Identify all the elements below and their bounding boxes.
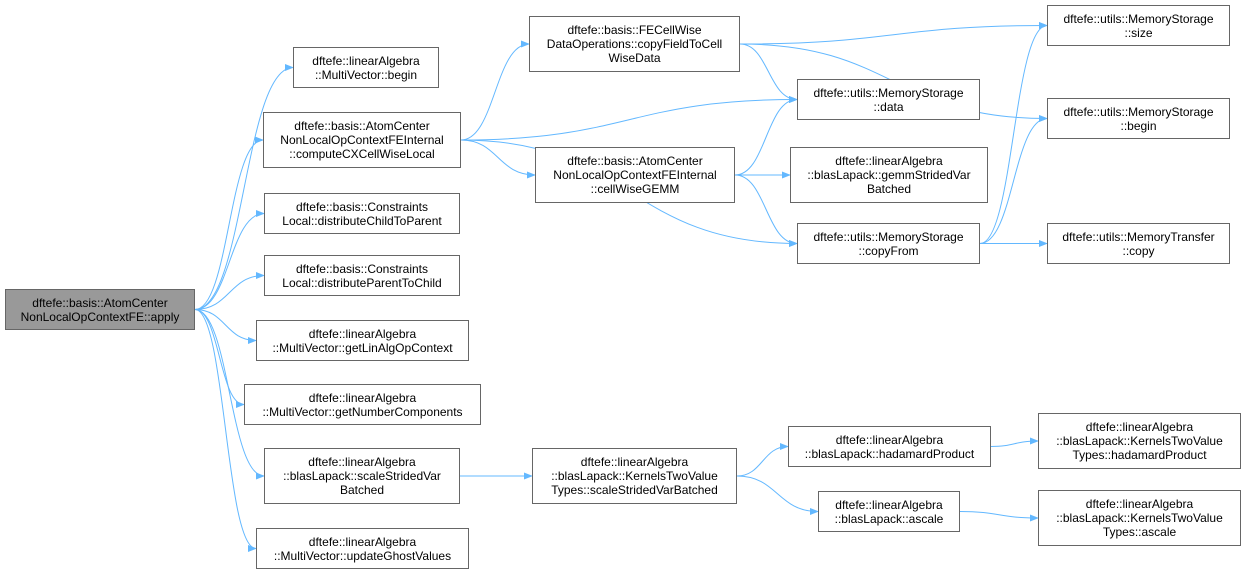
edge-ktv_scaleStrided-to-ascale [736, 475, 819, 516]
node-label-line: dftefe::utils::MemoryStorage [813, 85, 964, 100]
node-label-line: dftefe::utils::MemoryStorage [813, 229, 964, 244]
node-label-line: dftefe::linearAlgebra [308, 326, 417, 341]
node-label-line: Types::scaleStridedVarBatched [551, 483, 718, 497]
node-label-line: ::blasLapack::KernelsTwoValue [551, 469, 718, 483]
node-scale-strided-var-batched[interactable]: dftefe::linearAlgebra::blasLapack::scale… [264, 448, 460, 504]
node-label-line: ::copy [1122, 243, 1155, 258]
edge-apply-to-scaleStridedVar [194, 309, 265, 480]
node-label-line: ::blasLapack::ascale [834, 511, 944, 526]
node-label-line: dftefe::linearAlgebra [580, 455, 689, 469]
node-label-line: ::computeCXCellWiseLocal [289, 147, 435, 161]
node-label-line: DataOperations::copyFieldToCell [546, 37, 723, 51]
edge-hadamard-to-ktv_hadamard [990, 437, 1039, 447]
node-label-line: ::cellWiseGEMM [590, 182, 680, 196]
node-label-line: dftefe::basis::Constraints [295, 261, 429, 276]
node-ascale[interactable]: dftefe::linearAlgebra::blasLapack::ascal… [818, 491, 960, 532]
node-memorytransfer-copy[interactable]: dftefe::utils::MemoryTransfer::copy [1047, 223, 1230, 264]
node-label-line: dftefe::linearAlgebra [835, 432, 944, 447]
node-label-line: ::blasLapack::KernelsTwoValue [1056, 511, 1223, 525]
node-label-line: dftefe::basis::AtomCenter [32, 295, 168, 310]
node-label-line: dftefe::basis::AtomCenter [567, 154, 703, 168]
node-label-line: dftefe::linearAlgebra [1085, 420, 1194, 434]
node-label-line: dftefe::linearAlgebra [308, 455, 416, 469]
node-label-line: ::MultiVector::getLinAlgOpContext [272, 340, 453, 355]
node-label-line: ::blasLapack::hadamardProduct [804, 446, 975, 461]
node-label-line: dftefe::utils::MemoryStorage [1063, 104, 1214, 119]
node-label-line: ::blasLapack::scaleStridedVar [283, 469, 441, 483]
node-label-line: dftefe::basis::Constraints [295, 199, 429, 214]
edge-cellWiseGEMM-to-ms_data [734, 95, 798, 176]
node-kernels-hadamard-product[interactable]: dftefe::linearAlgebra::blasLapack::Kerne… [1038, 413, 1241, 469]
edge-computeCX-to-cellWiseGEMM [460, 139, 536, 179]
edge-apply-to-distChildToParent [194, 209, 265, 310]
node-label-line: ::copyFrom [858, 243, 919, 258]
node-label-line: ::MultiVector::updateGhostValues [273, 548, 452, 563]
edge-apply-to-getNumberComponents [194, 309, 245, 409]
node-hadamard-product[interactable]: dftefe::linearAlgebra::blasLapack::hadam… [788, 426, 991, 467]
node-label-line: ::MultiVector::getNumberComponents [262, 404, 463, 419]
node-memorystorage-begin[interactable]: dftefe::utils::MemoryStorage::begin [1047, 98, 1230, 139]
edge-computeCX-to-copyFieldToCell [460, 40, 530, 141]
node-get-linalg-op-context[interactable]: dftefe::linearAlgebra::MultiVector::getL… [256, 320, 469, 361]
edge-apply-to-distParentToChild [194, 271, 265, 310]
node-label-line: dftefe::basis::AtomCenter [294, 119, 430, 133]
node-label-line: Local::distributeParentToChild [282, 275, 442, 290]
node-label-line: NonLocalOpContextFEInternal [280, 133, 444, 147]
node-label-line: dftefe::basis::FECellWise [567, 23, 702, 37]
node-label-line: WiseData [608, 51, 661, 65]
edge-computeCX-to-ms_data [460, 95, 798, 141]
edge-ms_copyFrom-to-ms_size [979, 21, 1048, 244]
node-label-line: dftefe::linearAlgebra [835, 154, 943, 168]
node-label-line: Batched [866, 182, 912, 196]
edge-ms_copyFrom-to-ms_begin [979, 114, 1048, 244]
node-memorystorage-copyfrom[interactable]: dftefe::utils::MemoryStorage::copyFrom [797, 223, 980, 264]
node-label-line: dftefe::utils::MemoryTransfer [1062, 229, 1215, 244]
node-label-line: dftefe::linearAlgebra [1085, 497, 1194, 511]
node-label-line: NonLocalOpContextFE::apply [20, 309, 180, 324]
node-memorystorage-data[interactable]: dftefe::utils::MemoryStorage::data [797, 79, 980, 120]
node-memorystorage-size[interactable]: dftefe::utils::MemoryStorage::size [1047, 5, 1230, 46]
node-label-line: dftefe::linearAlgebra [835, 497, 943, 512]
edge-apply-to-updateGhostValues [194, 309, 257, 553]
node-label-line: Types::hadamardProduct [1072, 448, 1207, 462]
node-get-number-components[interactable]: dftefe::linearAlgebra::MultiVector::getN… [244, 384, 481, 425]
node-label-line: Batched [339, 483, 385, 497]
node-label-line: ::size [1124, 25, 1153, 40]
node-label-line: ::data [873, 99, 904, 114]
edge-apply-to-mv_begin [194, 63, 294, 310]
node-label-line: Types::ascale [1102, 525, 1177, 539]
edge-apply-to-getLinAlgOpContext [194, 309, 257, 345]
node-kernels-ascale[interactable]: dftefe::linearAlgebra::blasLapack::Kerne… [1038, 490, 1241, 546]
edge-ascale-to-ktv_ascale [959, 511, 1039, 522]
node-label-line: ::blasLapack::gemmStridedVar [807, 168, 971, 182]
node-label-line: ::MultiVector::begin [314, 67, 418, 82]
node-gemm-strided-var-batched[interactable]: dftefe::linearAlgebra::blasLapack::gemmS… [790, 147, 988, 203]
node-label-line: NonLocalOpContextFEInternal [553, 168, 717, 182]
edge-cellWiseGEMM-to-ms_copyFrom [734, 174, 798, 248]
edge-copyFieldToCell-to-ms_data [739, 43, 798, 104]
edge-copyFieldToCell-to-ms_size [739, 21, 1048, 45]
node-label-line: ::blasLapack::KernelsTwoValue [1056, 434, 1223, 448]
node-multivector-begin[interactable]: dftefe::linearAlgebra::MultiVector::begi… [293, 47, 439, 88]
node-label-line: Local::distributeChildToParent [282, 213, 442, 228]
node-label-line: dftefe::linearAlgebra [308, 534, 417, 549]
edge-ktv_scaleStrided-to-hadamard [736, 442, 789, 477]
node-label-line: dftefe::utils::MemoryStorage [1063, 11, 1214, 26]
node-kernels-scale-strided-var-batched[interactable]: dftefe::linearAlgebra::blasLapack::Kerne… [532, 448, 737, 504]
node-label-line: dftefe::linearAlgebra [308, 390, 417, 405]
node-label-line: ::begin [1120, 118, 1157, 133]
node-label-line: dftefe::linearAlgebra [312, 53, 420, 68]
node-update-ghost-values[interactable]: dftefe::linearAlgebra::MultiVector::upda… [256, 528, 469, 569]
edge-apply-to-computeCX [194, 136, 264, 310]
